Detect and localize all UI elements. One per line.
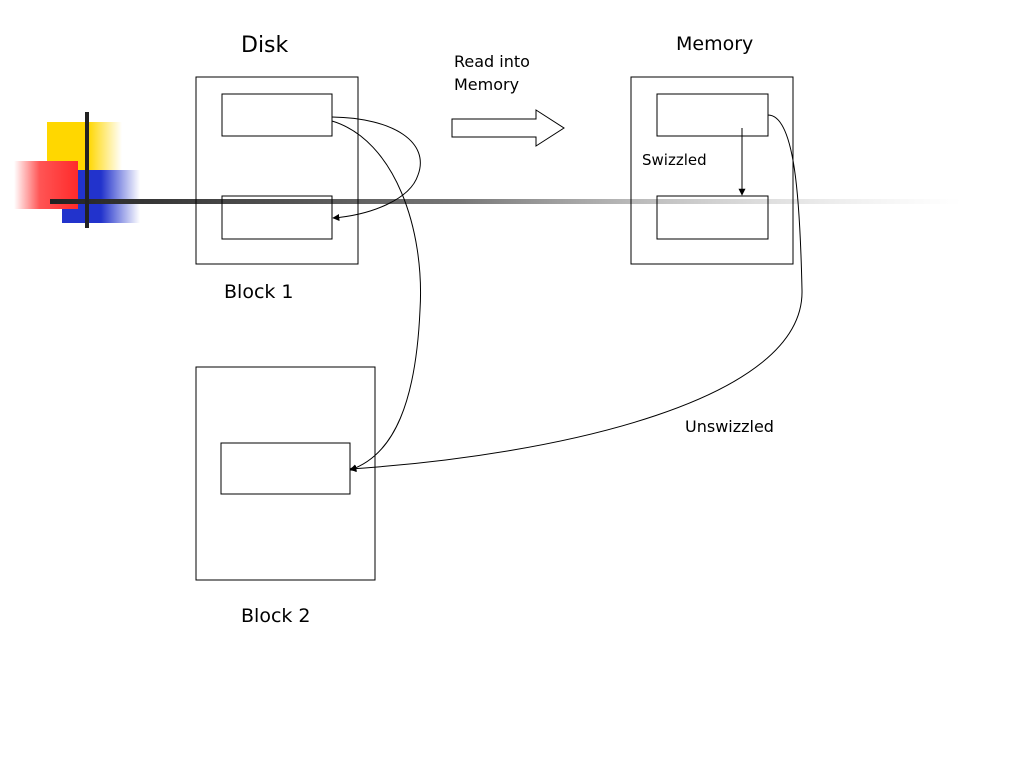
disk-block-1 xyxy=(195,76,359,265)
pointer-block1-to-block1 xyxy=(331,116,421,221)
memory-block xyxy=(630,76,794,265)
block-2-label: Block 2 xyxy=(241,605,311,627)
memory-record-bottom xyxy=(656,195,769,240)
deco-horizontal-rule xyxy=(50,199,962,204)
disk-heading: Disk xyxy=(241,33,289,58)
read-into-memory-label: Read into Memory xyxy=(454,52,530,94)
block-1-frame xyxy=(195,76,359,265)
read-into-memory-arrow xyxy=(451,109,565,147)
slide-decoration xyxy=(14,112,962,228)
disk-block-2 xyxy=(195,366,376,581)
unswizzled-pointer-arrow xyxy=(349,114,803,473)
memory-heading: Memory xyxy=(676,33,754,55)
block-2-record xyxy=(220,442,351,495)
unswizzled-label: Unswizzled xyxy=(685,417,774,436)
block-1-record-bottom xyxy=(221,195,333,240)
memory-frame xyxy=(630,76,794,265)
block-1-label: Block 1 xyxy=(224,281,294,303)
block-1-record-top xyxy=(221,93,333,137)
pointer-block1-to-block2 xyxy=(331,120,422,472)
block-2-frame xyxy=(195,366,376,581)
memory-record-top xyxy=(656,93,769,137)
deco-vertical-rule xyxy=(85,112,89,228)
swizzled-label: Swizzled xyxy=(642,151,707,169)
